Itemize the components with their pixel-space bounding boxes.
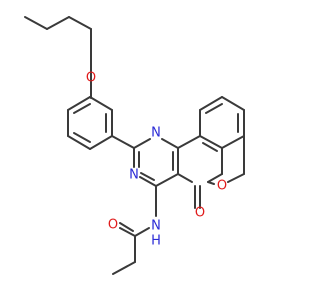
pyrimidine-n1-label: N: [151, 126, 161, 141]
amide-carbonyl-oxygen-label: O: [108, 218, 118, 233]
bond: [139, 176, 157, 187]
amide-hydrogen-label: H: [151, 234, 161, 249]
bond: [46, 16, 70, 30]
bond: [202, 142, 218, 152]
bond: [221, 135, 245, 149]
bond: [155, 173, 179, 187]
bond: [73, 103, 91, 114]
ring-oxygen-bonds: [207, 135, 245, 185]
bonds: [24, 16, 245, 275]
amide-nitrogen-label: N: [151, 219, 161, 234]
bond: [134, 227, 150, 237]
bond: [119, 227, 136, 237]
bond: [68, 16, 92, 30]
bond: [207, 181, 215, 185]
structure-diagram: O N N O O N H O: [24, 16, 245, 275]
pyrimidine-n3-label: N: [129, 168, 139, 183]
bond: [207, 173, 223, 183]
bond: [67, 96, 91, 111]
lactone-carbonyl-oxygen-label: O: [195, 206, 205, 221]
bond: [177, 135, 201, 149]
bond: [199, 135, 223, 149]
bond: [227, 173, 245, 183]
bond: [177, 173, 193, 183]
bond: [111, 135, 135, 149]
ether-oxygen-label: O: [86, 71, 96, 86]
bond: [140, 172, 155, 181]
bond: [89, 96, 113, 111]
bond: [221, 96, 245, 111]
bond: [199, 96, 223, 111]
bond: [161, 138, 179, 149]
molecule-canvas: O N N O O N H O: [24, 16, 245, 275]
bond: [112, 261, 136, 275]
bond: [67, 135, 91, 150]
atom-labels: O N N O O N H O: [86, 71, 227, 249]
bond: [133, 138, 151, 149]
bond: [73, 132, 91, 143]
bond: [119, 222, 134, 232]
ring-oxygen-label: O: [217, 179, 227, 194]
bond: [89, 135, 113, 150]
bond: [24, 16, 48, 30]
bond: [205, 103, 223, 114]
